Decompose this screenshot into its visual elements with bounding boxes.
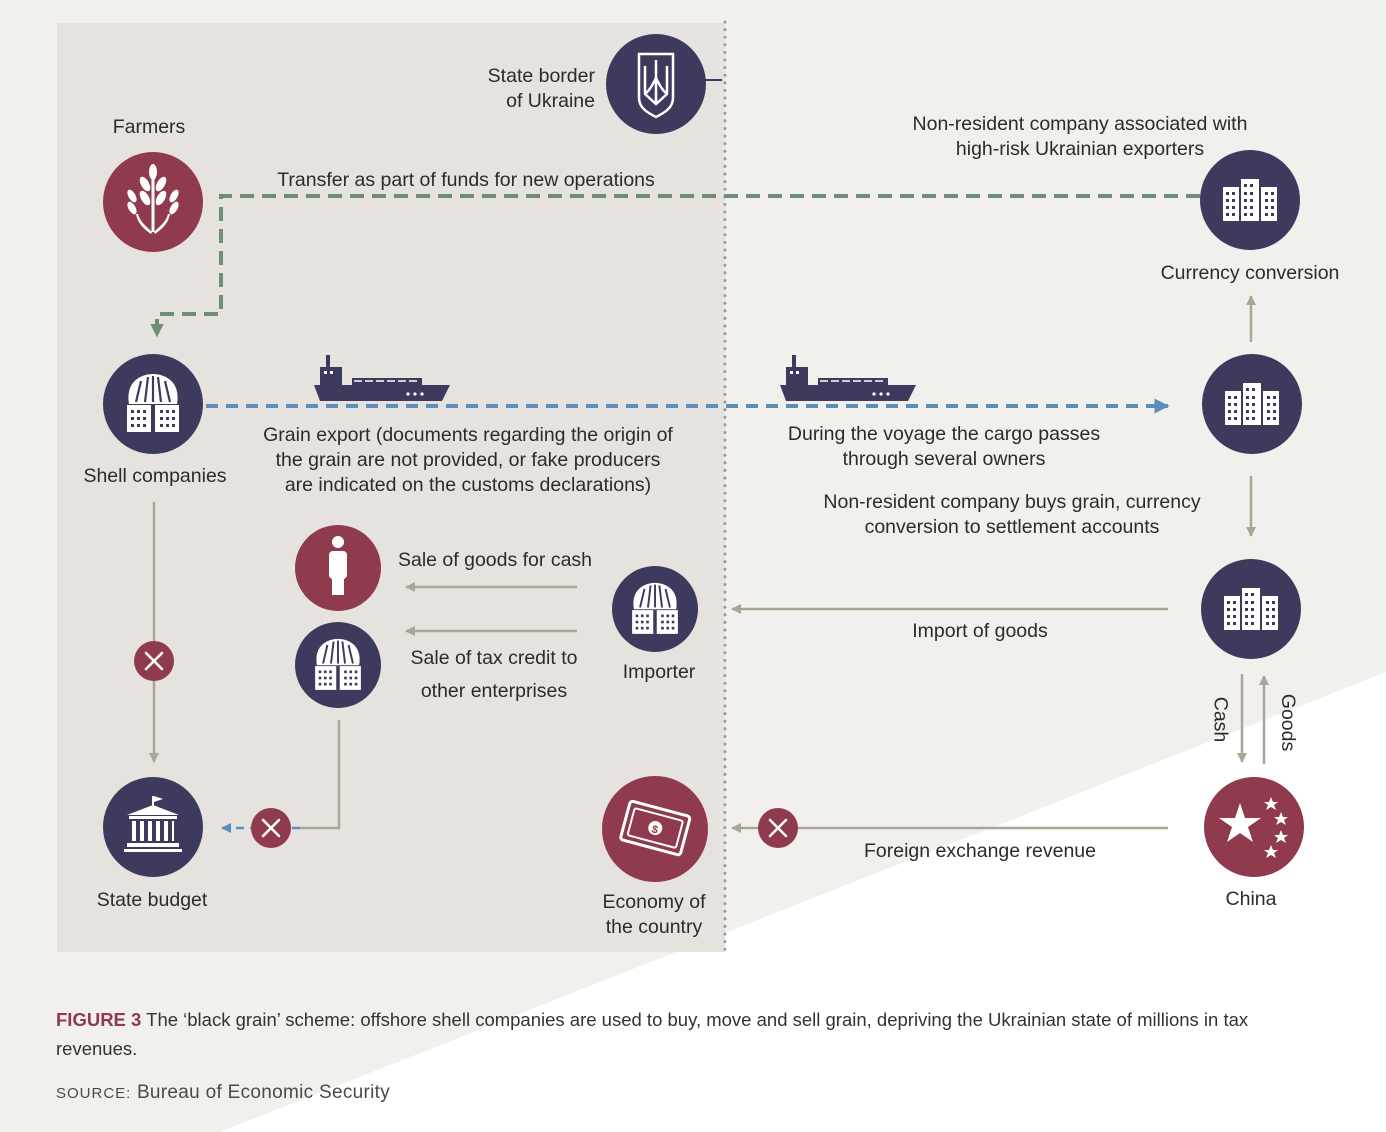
shell-company-icon: [631, 581, 679, 635]
foreign-exchange-label: Foreign exchange revenue: [864, 840, 1096, 862]
state-border-node: [606, 34, 706, 134]
farmers-label: Farmers: [112, 116, 186, 138]
government-building-icon: [124, 796, 182, 852]
sale-cash-label: Sale of goods for cash: [397, 549, 593, 571]
settlement-company-node: [1201, 559, 1301, 659]
shell-companies-node: [103, 354, 203, 454]
caption-text: The ‘black grain’ scheme: offshore shell…: [56, 1009, 1249, 1059]
banknote-icon: $: [619, 799, 692, 857]
currency-conversion-label: Currency conversion: [1160, 262, 1340, 284]
person-icon: [329, 536, 347, 595]
china-node: [1204, 777, 1304, 877]
china-flag-stars-icon: [1219, 797, 1288, 858]
shell-company-icon: [314, 637, 362, 691]
shell-company-icon: [125, 372, 181, 434]
conversion-company-node: [1202, 354, 1302, 454]
transfer-funds-label: Transfer as part of funds for new operat…: [277, 169, 655, 191]
trident-emblem-icon: [637, 52, 675, 119]
connectors: [149, 79, 1269, 833]
source-value: Bureau of Economic Security: [136, 1082, 391, 1103]
source-key: SOURCE:: [56, 1085, 132, 1102]
importer-node: [612, 566, 698, 652]
figure-number: FIGURE 3: [56, 1009, 142, 1030]
state-budget-node: [103, 777, 203, 877]
grain-export-label: Grain export (documents regarding the or…: [263, 424, 673, 496]
china-label: China: [1225, 888, 1277, 910]
cross-mark-icon: [132, 639, 176, 683]
source-line: SOURCE: Bureau of Economic Security: [56, 1082, 390, 1104]
nonresident-buys-label: Non-resident company buys grain, currenc…: [823, 491, 1201, 538]
cross-mark-icon: [756, 806, 800, 850]
goods-label: Goods: [1277, 693, 1300, 752]
state-budget-label: State budget: [96, 889, 208, 911]
import-goods-label: Import of goods: [912, 620, 1048, 642]
shell-companies-label: Shell companies: [83, 465, 227, 487]
cash-buyer-node: [295, 525, 381, 611]
wheat-icon: [127, 164, 179, 234]
cross-mark-icon: [249, 806, 293, 850]
nonresident-company-node: [1200, 150, 1300, 250]
svg-text:$: $: [650, 823, 659, 836]
economy-node: $: [602, 776, 708, 882]
tax-credit-to-budget-line: [300, 720, 341, 830]
cash-label: Cash: [1209, 696, 1232, 743]
transfer-funds-arrow: [150, 194, 1200, 338]
farmers-node: [103, 152, 203, 252]
importer-label: Importer: [622, 661, 696, 683]
figure-caption: FIGURE 3 The ‘black grain’ scheme: offsh…: [56, 1005, 1296, 1063]
tax-credit-buyer-node: [295, 622, 381, 708]
